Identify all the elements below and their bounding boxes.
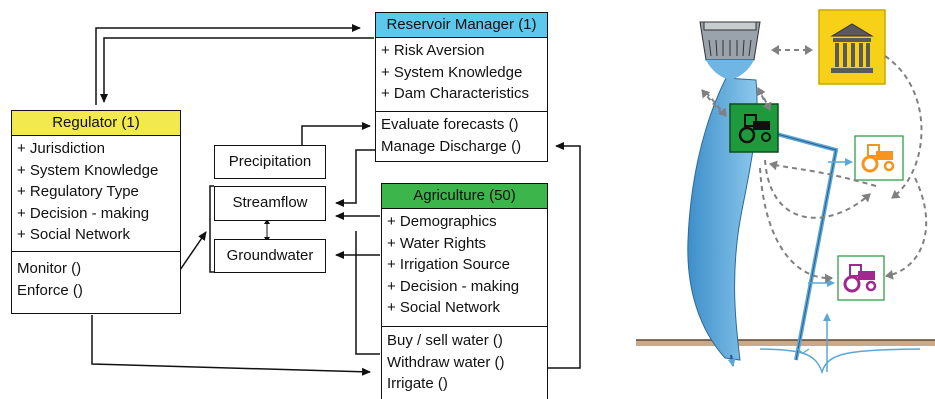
agriculture-box: Agriculture (50) + Demographics + Water … (381, 183, 548, 399)
tractor-icon (854, 135, 904, 181)
regulator-box: Regulator (1) + Jurisdiction + System Kn… (11, 110, 181, 314)
regulator-method: Enforce () (17, 281, 83, 299)
regulator-attribute: + Social Network (17, 226, 130, 243)
precipitation-box: Precipitation (214, 145, 326, 179)
reservoir-attribute: + Dam Characteristics (381, 85, 529, 102)
regulator-method: Monitor () (17, 260, 82, 277)
agriculture-attribute: + Decision - making (387, 277, 520, 295)
interaction-arrows (701, 45, 928, 284)
agriculture-method: Buy / sell water () (387, 332, 503, 349)
arrow-regulator-to-reservoir (95, 24, 361, 105)
regulator-title: Regulator (1) (12, 111, 180, 136)
regulator-attribute: + Jurisdiction (17, 140, 105, 157)
irrigation-canal (761, 128, 839, 361)
arrow-precipitation-to-reservoir (301, 122, 371, 145)
agriculture-attribute: + Irrigation Source (387, 256, 510, 273)
regulator-methods: Monitor () Enforce () (12, 252, 180, 303)
reservoir-manager-attributes: + Risk Aversion + System Knowledge + Dam… (376, 38, 547, 112)
regulator-attributes: + Jurisdiction + System Knowledge + Regu… (12, 136, 180, 252)
arrow-regulator-to-groundwater (179, 231, 207, 271)
arrow-agriculture-feedback (355, 231, 380, 355)
regulator-attribute: + System Knowledge (17, 161, 159, 179)
government-building-icon (818, 9, 886, 85)
agriculture-attribute: + Demographics (387, 213, 497, 230)
reservoir-attribute: + Risk Aversion (381, 42, 485, 59)
reservoir-manager-box: Reservoir Manager (1) + Risk Aversion + … (375, 12, 548, 162)
dam-icon (699, 21, 761, 80)
reservoir-manager-title: Reservoir Manager (1) (376, 13, 547, 38)
reservoir-method: Evaluate forecasts () (381, 116, 519, 133)
agriculture-method: Withdraw water () (387, 353, 505, 371)
reservoir-manager-methods: Evaluate forecasts () Manage Discharge (… (376, 112, 547, 159)
regulator-attribute: + Decision - making (17, 204, 150, 222)
groundwater-line (759, 348, 921, 375)
groundwater-box: Groundwater (214, 239, 326, 273)
reservoir-attribute: + System Knowledge (381, 63, 523, 81)
arrow-agriculture-to-reservoir (548, 142, 581, 369)
tractor-icon (729, 103, 779, 153)
ground (636, 340, 935, 346)
regulator-attribute: + Regulatory Type (17, 183, 139, 200)
streamflow-box: Streamflow (214, 186, 326, 221)
agriculture-attributes: + Demographics + Water Rights + Irrigati… (382, 209, 547, 327)
reservoir-method: Manage Discharge () (381, 137, 522, 155)
agriculture-attribute: + Water Rights (387, 234, 487, 252)
agriculture-title: Agriculture (50) (382, 184, 547, 209)
agriculture-attribute: + Social Network (387, 299, 500, 316)
environment-bracket (209, 185, 214, 273)
tractor-icon (837, 255, 885, 301)
agriculture-methods: Buy / sell water () Withdraw water () Ir… (382, 327, 547, 397)
arrow-reservoir-to-streamflow (335, 149, 376, 207)
arrow-regulator-to-agriculture (91, 315, 371, 376)
arrow-reservoir-to-regulator (100, 37, 374, 103)
agriculture-method: Irrigate () (387, 375, 448, 392)
